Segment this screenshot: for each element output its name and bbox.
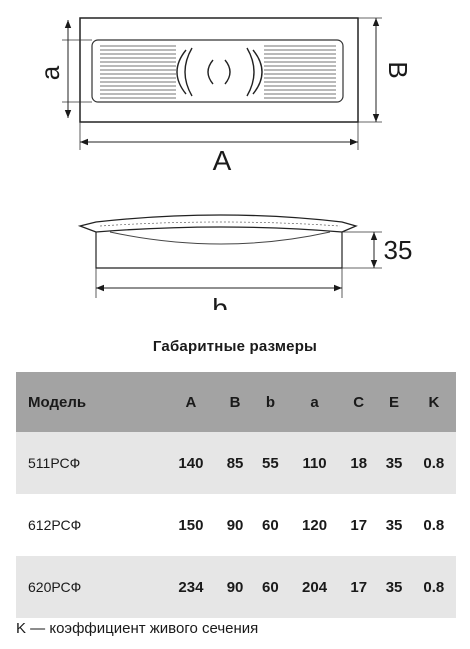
cell-K: 0.8: [423, 578, 445, 596]
cell-b: 55: [262, 454, 279, 472]
grille-outer-frame: [79, 17, 359, 123]
cell-b: 60: [262, 516, 279, 534]
cell-K: 0.8: [423, 516, 445, 534]
cell-A: 140: [178, 454, 204, 472]
dimension-b-label: b: [212, 293, 228, 310]
dimension-A-label: A: [213, 145, 232, 176]
cell-a: 120: [302, 516, 328, 534]
table-row: 620РСФ 234 90 60 204 17 35 0.8: [16, 556, 456, 618]
cell-B: 90: [226, 516, 244, 534]
grille-inner-frame: [91, 39, 344, 103]
column-header-model: Модель: [28, 393, 87, 411]
technical-drawing: a B A 35 b: [35, 17, 413, 310]
cell-a: 204: [302, 578, 328, 596]
cell-b: 60: [262, 578, 279, 596]
cell-C: 17: [350, 578, 368, 596]
side-view: 35 b: [77, 214, 413, 310]
cell-A: 150: [178, 516, 204, 534]
dimension-35-label: 35: [384, 235, 413, 265]
column-header-A: A: [185, 393, 197, 411]
table-row: 612РСФ 150 90 60 120 17 35 0.8: [16, 494, 456, 556]
footnote: K — коэффициент живого сечения: [16, 620, 259, 637]
dimension-B-label: B: [383, 61, 413, 78]
column-header-b: b: [265, 393, 275, 411]
cell-B: 85: [226, 454, 244, 472]
top-view: a B A: [35, 17, 413, 176]
cell-E: 35: [385, 578, 403, 596]
cell-C: 17: [350, 516, 368, 534]
cell-K: 0.8: [423, 454, 445, 472]
table-title: Габаритные размеры: [152, 338, 318, 355]
cell-E: 35: [385, 454, 403, 472]
table-header-row: Модель A B b a C E K: [16, 372, 456, 432]
cell-a: 110: [302, 454, 327, 472]
cell-E: 35: [385, 516, 403, 534]
grille-body: [95, 232, 343, 269]
cell-model: 612РСФ: [28, 517, 82, 533]
column-header-K: K: [428, 393, 440, 411]
column-header-C: C: [353, 393, 365, 411]
table-row: 511РСФ 140 85 55 110 18 35 0.8: [16, 432, 456, 494]
cell-A: 234: [178, 578, 204, 596]
cell-model: 620РСФ: [28, 579, 82, 595]
dimensions-table: Модель A B b a C E K 511РСФ 140 85 55 11…: [16, 372, 456, 618]
cell-model: 511РСФ: [28, 455, 81, 471]
grille-slats: [100, 45, 336, 99]
center-logo: [176, 47, 263, 97]
cell-C: 18: [350, 454, 368, 472]
column-header-a: a: [310, 393, 319, 411]
dimension-a-label: a: [35, 65, 65, 80]
column-header-B: B: [229, 393, 241, 411]
column-header-E: E: [389, 393, 400, 411]
grille-profile: [77, 214, 358, 233]
cell-B: 90: [226, 578, 244, 596]
